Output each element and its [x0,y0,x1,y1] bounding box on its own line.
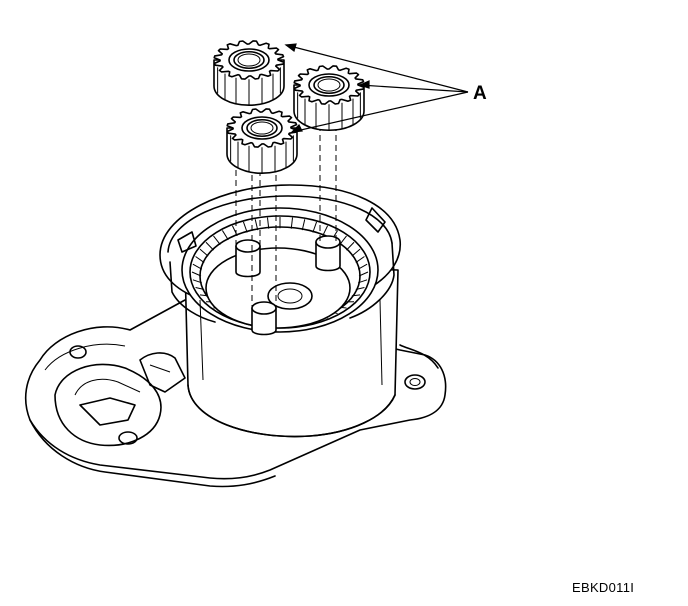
callout-leaders [284,43,469,133]
figure-code: EBKD011I [572,580,635,595]
carrier-shaft-1 [235,239,261,278]
planet-gear-right [293,65,365,132]
carrier-shaft-2 [315,235,341,272]
callout-label-a: A [473,83,487,104]
planet-gear-front [226,108,298,175]
assembly-guide-lines [235,125,337,308]
carrier-shaft-3 [251,301,277,336]
planet-gear-top-left [213,40,285,107]
